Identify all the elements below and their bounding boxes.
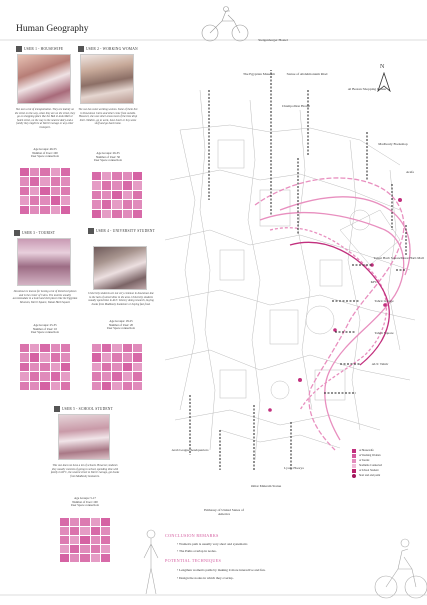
standing-figure-sketch xyxy=(143,529,159,595)
legend: A Housewife A Working Woman A Tourist St… xyxy=(352,448,424,478)
user-3-label: USER 3 - TOURIST xyxy=(14,230,55,236)
user-3-connection-grid xyxy=(20,344,70,390)
user-3-stats: Age Groups: 25-35 Number of User: 10 Use… xyxy=(30,323,60,335)
user-2-stats: Age Groups: 26-35 Number of User: 50 Use… xyxy=(93,151,123,163)
user-4-stats: Age Groups: 18-25 Number of User: 20 Use… xyxy=(106,319,136,331)
place-omar-makram: Omar Makram Statue xyxy=(250,484,282,488)
potential-item-2: • Design the nodes in which they overlap… xyxy=(177,576,234,580)
user-4-desc: University students are not very common … xyxy=(88,292,154,306)
north-arrow-icon xyxy=(377,72,391,92)
cyclist-sketch-top xyxy=(201,6,249,42)
compass-label: N xyxy=(380,64,385,70)
user-2-connection-grid xyxy=(92,172,142,218)
user-5-label: USER 5 - SCHOOL STUDENT xyxy=(54,406,113,412)
legend-swatch xyxy=(352,463,356,468)
legend-swatch xyxy=(352,468,356,473)
cyclist-sketch-bottom xyxy=(374,538,427,599)
place-steigenberger: Steigenberger Hostel xyxy=(258,38,288,42)
user-paths xyxy=(254,177,411,451)
map-streets xyxy=(164,89,416,461)
conclusion-title: CONCLUSION REMARKS xyxy=(165,533,219,538)
place-statue-abdelmoniem: Statue of Abdelmoniem Riad xyxy=(286,72,328,76)
legend-swatch xyxy=(352,453,356,458)
bottom-rule xyxy=(0,594,427,596)
legend-swatch xyxy=(352,458,356,463)
place-lycee-hoorya: Lycée Hoorya xyxy=(284,466,304,470)
place-madbouly: Madbouly Bookshop xyxy=(378,142,408,146)
user-3-desc: Downtown is known for having a lot of hi… xyxy=(12,290,78,304)
legend-swatch xyxy=(352,448,356,453)
user-1-photo xyxy=(17,54,71,104)
user-4-label: USER 4 - UNIVERSITY STUDENT xyxy=(88,228,158,234)
user-3-photo xyxy=(17,238,71,286)
user-4-connection-grid xyxy=(92,344,142,390)
place-champollion: Champollion Hostel xyxy=(281,104,311,108)
place-egyptian-museum: The Egyptian Museum xyxy=(242,72,276,76)
place-bostan: Al Bostan Shopping Center xyxy=(347,87,387,91)
user-5-connection-grid xyxy=(60,518,110,562)
place-arafa: Arafa xyxy=(406,170,414,174)
conclusion-item-2: • The Paths overlap in nodes. xyxy=(177,549,217,553)
user-1-stats: Age Groups: 46-55 Number of User: 100 Us… xyxy=(30,147,60,159)
user-1-connection-grid xyxy=(20,168,70,214)
place-us-embassy: Embassy of United States of America xyxy=(204,508,244,517)
legend-swatch xyxy=(352,473,356,478)
user-1-desc: She uses a lot of transportation. They a… xyxy=(14,108,76,129)
potential-title: POTENTIAL TECHNIQUES xyxy=(165,558,222,563)
user-5-stats: Age Groups: 5-17 Number of User: 100 Use… xyxy=(70,496,100,508)
legend-item-start-end: Start and end point xyxy=(352,473,424,478)
legend-item-stadiums: Stadiums Connected xyxy=(352,463,424,468)
legend-item-tourist: A Tourist xyxy=(352,458,424,463)
page-title: Human Geography xyxy=(16,24,89,34)
path-nodes xyxy=(268,198,402,412)
user-5-desc: This one does not have a lot of schools.… xyxy=(50,464,120,478)
legend-item-working-woman: A Working Woman xyxy=(352,453,424,458)
place-kfc: KFC xyxy=(370,280,378,284)
potential-item-1: • Lengthen women's paths by making it mo… xyxy=(177,568,266,572)
place-tahrir-square: Tahrir Square xyxy=(374,331,394,335)
user-5-photo xyxy=(58,414,110,460)
top-rule xyxy=(0,39,427,41)
conclusion-item-1: • Women's path is usually very short and… xyxy=(177,542,249,546)
place-talaat-mall: Talaat Harb Mall xyxy=(400,256,424,260)
callout-leaders xyxy=(189,70,407,470)
place-talaat-square: Talaat Harb Square xyxy=(373,256,401,260)
user-2-label: USER 2 - WORKING WOMAN xyxy=(78,46,138,52)
legend-item-school-student: A School Student xyxy=(352,468,424,473)
place-tahrir-garage: Tahrir Garage xyxy=(374,299,394,303)
user-1-label: USER 1 - HOUSEWIFE xyxy=(16,46,63,52)
street-map xyxy=(164,70,416,470)
user-2-photo xyxy=(80,54,134,104)
place-arab-league: Arab League headquarters xyxy=(171,448,209,452)
legend-item-housewife: A Housewife xyxy=(352,448,424,453)
place-auc-tahrir: AUC Tahrir xyxy=(371,362,389,366)
user-2-desc: The use has some working women. Some of … xyxy=(78,108,138,125)
user-4-photo xyxy=(93,246,147,290)
